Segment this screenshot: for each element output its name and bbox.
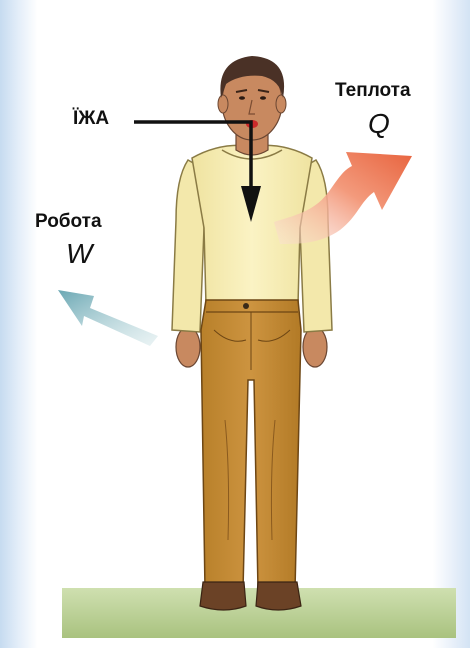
work-arrow (58, 290, 158, 346)
right-hand (303, 327, 327, 367)
left-ear (218, 95, 228, 113)
right-shoe (256, 582, 301, 610)
heat-symbol: Q (368, 108, 390, 140)
work-symbol: W (66, 238, 92, 270)
left-shoe (200, 582, 246, 610)
work-label: Робота (35, 211, 102, 233)
heat-label: Теплота (335, 80, 411, 102)
food-label: ЇЖА (73, 108, 109, 130)
pants-button (243, 303, 249, 309)
right-eye (260, 96, 266, 100)
left-eye (239, 96, 245, 100)
right-ear (276, 95, 286, 113)
left-hand (176, 327, 200, 367)
